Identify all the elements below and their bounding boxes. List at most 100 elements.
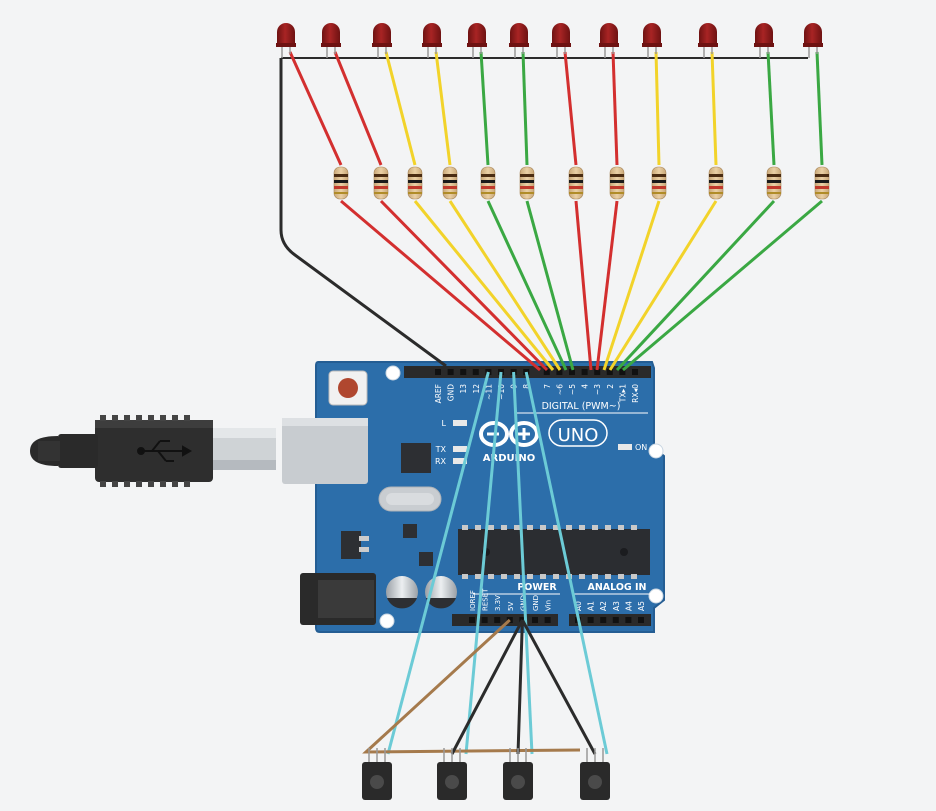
- header-socket[interactable]: [594, 369, 601, 375]
- led-rx-label: RX: [435, 457, 447, 466]
- yellow-wire[interactable]: [448, 200, 562, 371]
- header-socket[interactable]: [556, 369, 563, 375]
- header-socket[interactable]: [460, 369, 467, 375]
- header-socket[interactable]: [481, 617, 488, 623]
- resistor[interactable]: [766, 166, 782, 200]
- sensor-module[interactable]: [362, 748, 392, 800]
- arduino-uno-board[interactable]: L TX RX ON ARDUINO UNO DIGITAL (PWM~) PO…: [282, 361, 665, 633]
- signal-wire[interactable]: [512, 371, 534, 755]
- header-socket[interactable]: [612, 617, 619, 623]
- header-socket[interactable]: [447, 369, 454, 375]
- header-socket[interactable]: [632, 369, 638, 375]
- header-socket[interactable]: [606, 369, 613, 375]
- red-led[interactable]: [321, 23, 341, 58]
- resistor[interactable]: [333, 166, 349, 200]
- digital-pin-label: ~10: [497, 384, 506, 400]
- green-wire[interactable]: [521, 51, 529, 166]
- yellow-wire[interactable]: [434, 51, 452, 166]
- yellow-wire[interactable]: [384, 51, 417, 166]
- green-wire[interactable]: [766, 51, 776, 166]
- reset-button-cap[interactable]: [338, 378, 358, 398]
- green-wire[interactable]: [479, 51, 490, 166]
- red-wire[interactable]: [595, 200, 619, 371]
- resistor[interactable]: [373, 166, 389, 200]
- header-socket[interactable]: [532, 617, 538, 623]
- header-socket[interactable]: [569, 369, 575, 375]
- header-socket[interactable]: [600, 617, 607, 623]
- digital-pin-label: 7: [543, 384, 552, 389]
- red-led[interactable]: [422, 23, 442, 58]
- sensor-module[interactable]: [437, 748, 467, 800]
- red-led[interactable]: [372, 23, 392, 58]
- red-led[interactable]: [642, 23, 662, 58]
- red-wire[interactable]: [288, 51, 343, 166]
- header-socket[interactable]: [469, 617, 475, 623]
- resistor[interactable]: [651, 166, 667, 200]
- header-socket[interactable]: [435, 369, 441, 375]
- analog-pin-label: A4: [624, 601, 633, 611]
- header-socket[interactable]: [638, 617, 644, 623]
- red-led[interactable]: [599, 23, 619, 58]
- analog-pin-label: A3: [612, 601, 621, 611]
- header-socket[interactable]: [543, 369, 550, 375]
- red-led[interactable]: [467, 23, 487, 58]
- red-wire[interactable]: [563, 51, 578, 166]
- red-wire[interactable]: [340, 199, 541, 372]
- signal-wire[interactable]: [386, 371, 490, 755]
- green-wire[interactable]: [622, 199, 823, 372]
- resistor[interactable]: [814, 166, 830, 200]
- header-socket[interactable]: [581, 369, 588, 375]
- header-socket[interactable]: [587, 617, 594, 623]
- header-socket[interactable]: [625, 617, 632, 623]
- ground-wire[interactable]: [279, 58, 447, 368]
- red-wire[interactable]: [611, 51, 619, 166]
- power-pin-label: RESET: [482, 588, 490, 611]
- green-wire[interactable]: [486, 200, 568, 371]
- header-socket[interactable]: [494, 617, 501, 623]
- sensor-module[interactable]: [580, 748, 610, 800]
- resistor[interactable]: [407, 166, 423, 200]
- power-pin-label: IOREF: [469, 590, 477, 611]
- red-led[interactable]: [509, 23, 529, 58]
- led-rx-indicator: [453, 458, 467, 464]
- resistor[interactable]: [708, 166, 724, 200]
- yellow-wire[interactable]: [710, 51, 718, 166]
- red-led[interactable]: [551, 23, 571, 58]
- red-led[interactable]: [803, 23, 823, 58]
- header-socket[interactable]: [544, 617, 551, 623]
- power-wire[interactable]: [362, 618, 581, 754]
- resistor[interactable]: [519, 166, 535, 200]
- yellow-wire[interactable]: [608, 200, 718, 371]
- signal-wire[interactable]: [524, 371, 609, 755]
- digital-pin-label: 12: [472, 384, 481, 394]
- yellow-wire[interactable]: [602, 200, 661, 371]
- digital-pin-label: TX▸1: [618, 384, 627, 403]
- resistor[interactable]: [442, 166, 458, 200]
- yellow-wire[interactable]: [654, 51, 661, 166]
- green-wire[interactable]: [525, 200, 575, 371]
- header-socket[interactable]: [472, 369, 479, 375]
- red-led[interactable]: [698, 23, 718, 58]
- analog-header-label: ANALOG IN: [587, 582, 646, 593]
- ground-wire[interactable]: [521, 619, 597, 755]
- green-wire[interactable]: [615, 199, 776, 372]
- red-wire[interactable]: [379, 199, 549, 372]
- green-wire[interactable]: [815, 51, 824, 166]
- ground-wire[interactable]: [450, 619, 524, 755]
- resistor[interactable]: [609, 166, 625, 200]
- signal-wire[interactable]: [464, 371, 503, 755]
- yellow-wire[interactable]: [413, 200, 555, 371]
- red-led[interactable]: [276, 23, 296, 58]
- sensor-module[interactable]: [503, 748, 533, 800]
- red-wire[interactable]: [574, 200, 593, 371]
- resistor[interactable]: [480, 166, 496, 200]
- usb-cable[interactable]: [30, 415, 276, 487]
- red-wire[interactable]: [333, 51, 383, 166]
- header-socket[interactable]: [619, 369, 626, 375]
- resistor[interactable]: [568, 166, 584, 200]
- ground-wire[interactable]: [516, 619, 524, 755]
- mounting-hole: [385, 365, 401, 381]
- led-tx-label: TX: [435, 445, 447, 454]
- red-led[interactable]: [754, 23, 774, 58]
